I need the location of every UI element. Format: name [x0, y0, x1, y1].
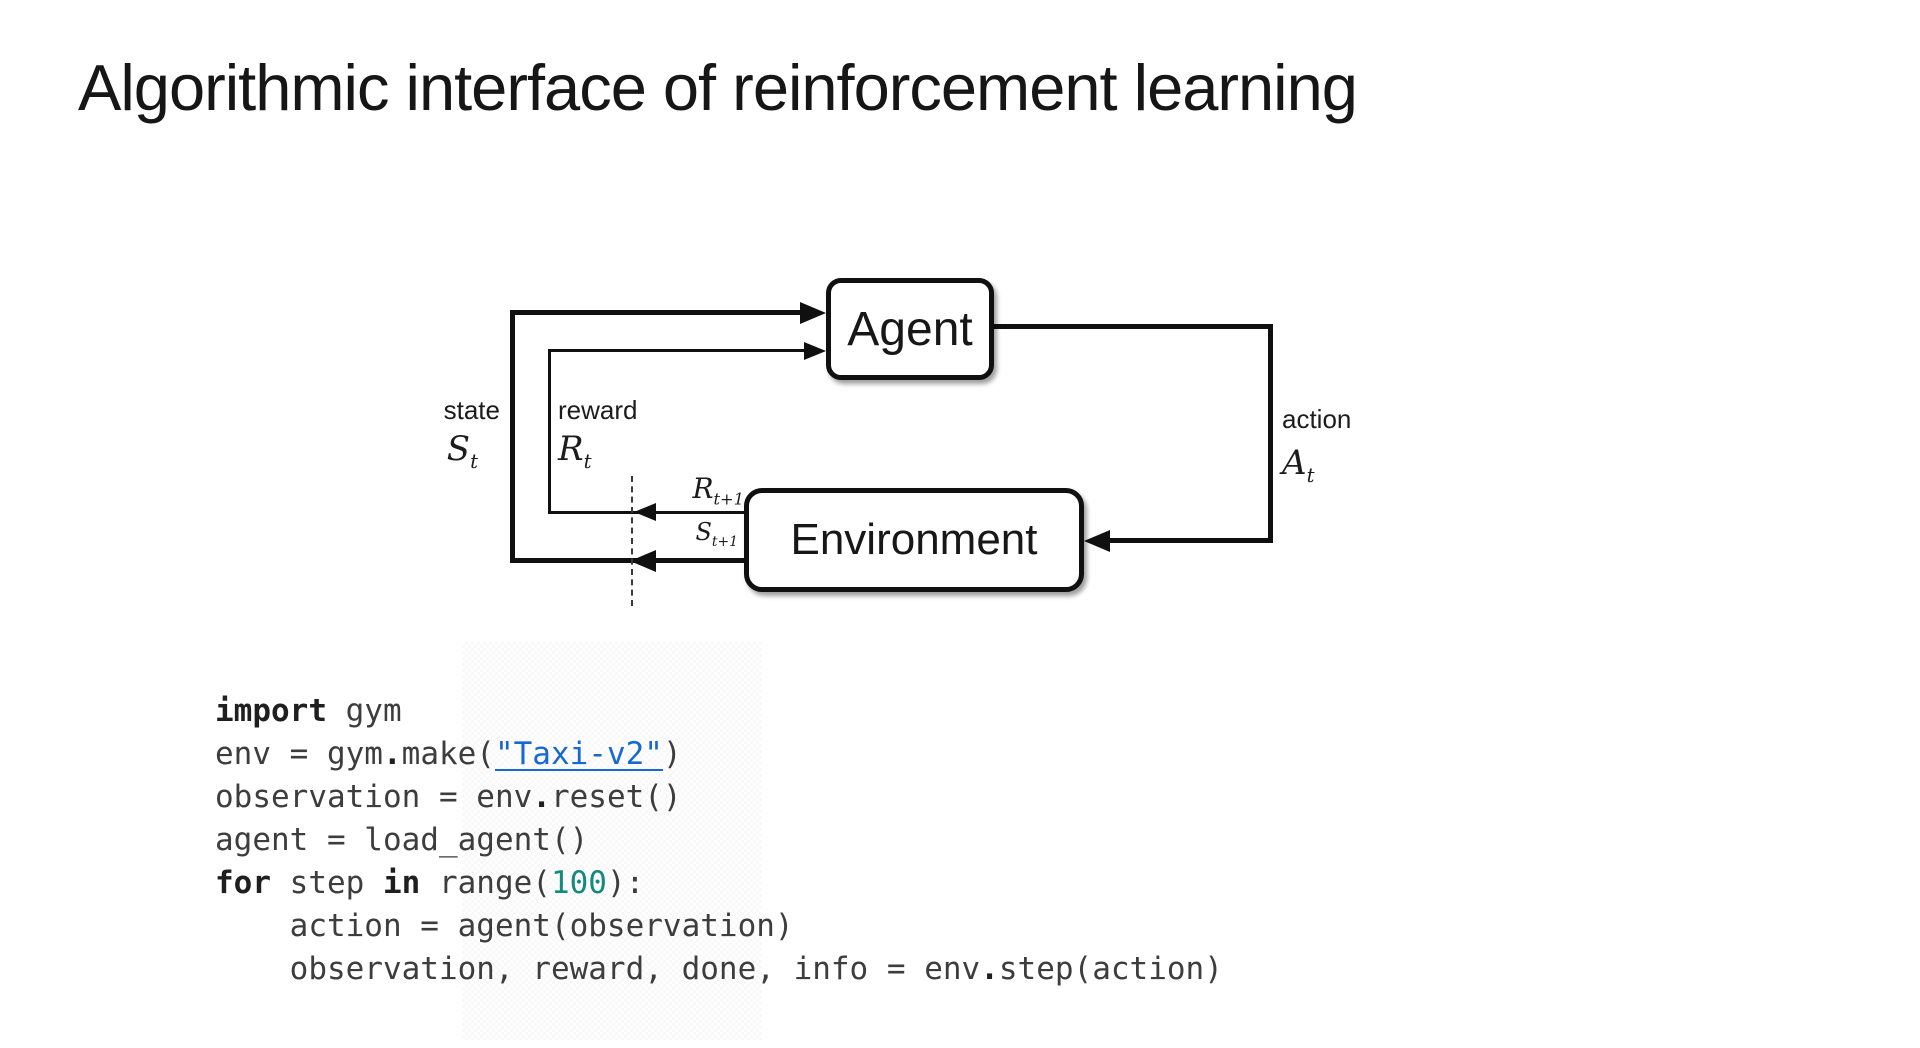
code-line: action = agent(observation): [215, 905, 1223, 948]
reward-symbol: Rt: [558, 429, 592, 473]
environment-box: Environment: [744, 488, 1084, 592]
reward-line-left: [548, 349, 551, 514]
code-token: observation, reward, done, info = env: [215, 951, 981, 987]
code-token: env = gym: [215, 736, 383, 772]
code-token: .: [382, 736, 402, 772]
state-line-left: [510, 310, 515, 563]
action-line-bottom: [1108, 538, 1268, 543]
next-state-symbol: St+1: [695, 518, 738, 550]
code-line: observation = env.reset(): [215, 776, 1223, 819]
taxi-v2-link[interactable]: "Taxi-v2": [494, 736, 663, 772]
action-line-top: [994, 324, 1273, 329]
next-reward-arrowhead-icon: [634, 503, 656, 521]
code-token: in: [382, 865, 421, 901]
code-line: for step in range(100):: [215, 862, 1223, 905]
action-symbol: At: [1282, 443, 1315, 487]
code-token: gym: [326, 693, 402, 729]
code-token: range(: [420, 865, 551, 901]
code-line: observation, reward, done, info = env.st…: [215, 948, 1223, 991]
code-token: import: [215, 693, 327, 729]
reward-label: reward: [558, 395, 638, 425]
state-arrowhead-icon: [800, 302, 826, 324]
code-token: .: [532, 779, 551, 815]
next-state-line: [510, 558, 749, 563]
time-boundary-dashed-line: [631, 476, 633, 606]
page-title: Algorithmic interface of reinforcement l…: [78, 51, 1358, 124]
state-line-top: [510, 310, 802, 315]
action-line-right: [1268, 324, 1273, 543]
agent-box: Agent: [826, 278, 994, 380]
background-texture-artifact: [462, 642, 762, 1040]
action-label: action: [1282, 404, 1352, 434]
state-label: state: [443, 395, 500, 425]
code-line: agent = load_agent(): [215, 819, 1223, 862]
code-token: for: [215, 865, 271, 901]
code-token: ): [662, 736, 682, 772]
reward-arrowhead-icon: [804, 342, 826, 360]
code-token: 100: [550, 865, 607, 901]
code-line: env = gym.make("Taxi-v2"): [215, 733, 1223, 776]
code-token: reset(): [550, 779, 682, 815]
code-line: import gym: [215, 690, 1223, 733]
state-symbol: St: [446, 429, 478, 473]
code-token: make(: [401, 736, 495, 772]
code-token: observation = env: [215, 779, 533, 815]
code-token: ):: [606, 865, 645, 901]
agent-box-label: Agent: [847, 302, 973, 356]
code-token: action = agent(observation): [215, 908, 794, 944]
code-token: .: [980, 951, 999, 987]
code-token: agent = load_agent(): [215, 822, 589, 858]
reward-line-top: [548, 349, 804, 352]
next-state-arrowhead-icon: [630, 550, 656, 572]
action-arrowhead-icon: [1084, 530, 1110, 552]
next-reward-symbol: Rt+1: [692, 472, 744, 509]
environment-box-label: Environment: [790, 515, 1038, 564]
code-token: step: [271, 865, 383, 901]
code-token: step(action): [998, 951, 1223, 987]
